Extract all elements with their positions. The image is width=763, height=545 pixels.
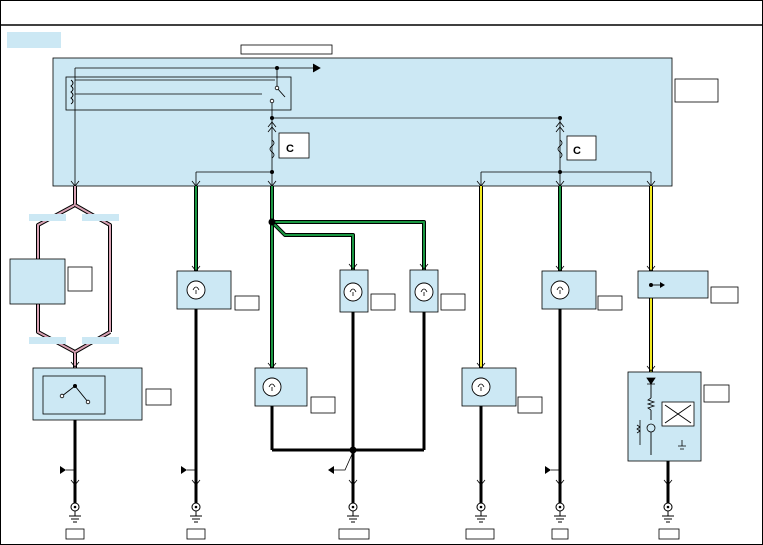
lamp-unit-1 — [176, 270, 260, 311]
combination-switch-inner — [42, 375, 106, 415]
ground-terminal-6 — [662, 502, 674, 523]
ground-terminal-1 — [69, 502, 81, 523]
switch-pivot — [73, 384, 77, 388]
relay-contact-b — [269, 98, 275, 104]
section-tag — [7, 32, 61, 48]
ground-terminal-2 — [190, 502, 202, 523]
ground-label-2 — [186, 528, 206, 540]
lamp-unit-5 — [254, 367, 336, 414]
ground-label-6 — [658, 528, 680, 540]
fuse-2 — [555, 121, 565, 133]
lamp-unit-4 — [541, 270, 623, 311]
lamp-unit-2 — [339, 269, 396, 313]
ground-splice-arrow — [328, 466, 334, 474]
ground-terminal-5 — [554, 502, 566, 523]
control-unit — [627, 371, 730, 462]
ground-label-4 — [465, 528, 495, 540]
fuse-1-symbol: C — [286, 143, 294, 155]
ground-label-3 — [338, 528, 370, 540]
ground-terminal-3 — [347, 502, 359, 523]
indicator-unit — [637, 270, 739, 304]
fuse-2-element — [557, 139, 563, 159]
ground-label-1 — [65, 528, 85, 540]
ground-symbols — [69, 502, 674, 523]
pink-tag-3 — [29, 337, 66, 344]
relay-box — [65, 76, 292, 111]
main-module — [52, 57, 673, 187]
ground-splice — [349, 446, 357, 454]
ground-terminal-4 — [475, 502, 487, 523]
fuse-1-tag — [278, 132, 310, 159]
lamp-unit-6 — [461, 367, 543, 414]
module-label-box — [674, 78, 719, 103]
switch-blade-2 — [74, 385, 89, 403]
pink-tag-1 — [29, 214, 66, 221]
lamp-unit-3 — [409, 269, 466, 313]
fuse-2-top-node — [558, 116, 562, 120]
pink-tag-2 — [82, 214, 119, 221]
combination-switch — [32, 367, 143, 421]
ground-label-5 — [551, 528, 569, 540]
feed-arrow — [312, 63, 321, 73]
relay-contact-a — [274, 85, 280, 91]
ground-connector-markers — [60, 466, 560, 474]
green-wire-group — [194, 186, 562, 380]
fuse-1-element — [269, 139, 275, 159]
combination-switch-tag — [145, 388, 172, 406]
ground-splice-pointer — [330, 451, 354, 471]
junction-block — [9, 258, 66, 305]
black-wire-group — [73, 309, 670, 505]
wire-chevrons — [70, 263, 673, 486]
fuse-2-tag — [566, 135, 597, 161]
switch-blade-1 — [61, 385, 76, 397]
fuse-2-symbol: C — [573, 145, 581, 157]
switch-pos-1 — [59, 393, 65, 399]
yellow-wire-group — [479, 186, 653, 378]
header-label-box — [240, 44, 333, 55]
junction-block-tag — [67, 266, 93, 292]
relay-node-1 — [275, 66, 279, 70]
relay-coil — [70, 79, 74, 105]
pink-tag-4 — [82, 337, 119, 344]
fuse-1 — [267, 121, 277, 133]
green-splice — [268, 218, 276, 226]
switch-pos-2 — [85, 399, 91, 405]
